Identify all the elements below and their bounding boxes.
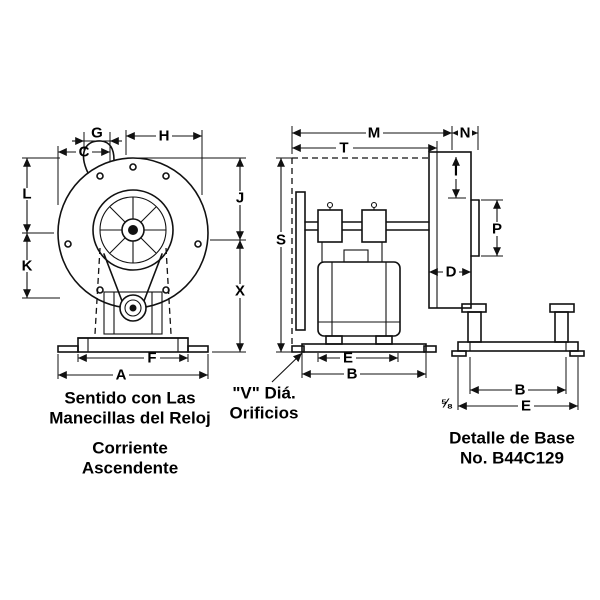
dim-label-f: F bbox=[147, 350, 156, 367]
dim-label-d: D bbox=[446, 264, 457, 281]
dim-label-g: G bbox=[91, 125, 103, 142]
dim-label-s: S bbox=[276, 232, 286, 249]
side-base bbox=[291, 343, 437, 353]
dim-label-m: M bbox=[368, 125, 381, 142]
rotation-caption-line1: Sentido con Las bbox=[64, 389, 195, 408]
rotation-caption-line2: Manecillas del Reloj bbox=[49, 409, 211, 428]
base-detail-view: B E ⅝ Detalle de Base No. B44C129 bbox=[441, 303, 585, 468]
bolt-holes bbox=[64, 163, 202, 294]
drive-wheel bbox=[92, 189, 174, 271]
flow-caption-line2: Ascendente bbox=[82, 459, 178, 478]
dim-label-a: A bbox=[116, 367, 127, 384]
dim-label-l: L bbox=[22, 186, 31, 203]
base-channel-section bbox=[451, 303, 585, 357]
base-detail-dimensions: B E ⅝ bbox=[441, 357, 579, 415]
side-view-dimensions: M N T I S P bbox=[271, 125, 503, 383]
side-view-blower: M N T I S P bbox=[271, 125, 503, 383]
shaft-and-bearings bbox=[304, 201, 430, 262]
dim-label-i: I bbox=[454, 163, 458, 180]
dim-label-t: T bbox=[339, 140, 348, 157]
front-view-dimensions: C G H L K J bbox=[22, 125, 246, 384]
dim-label-base-b: B bbox=[515, 382, 526, 399]
base-detail-caption-line2: No. B44C129 bbox=[460, 449, 564, 468]
dim-label-base-thickness: ⅝ bbox=[441, 396, 453, 411]
dim-label-b: B bbox=[347, 366, 358, 383]
pulley-edge bbox=[295, 191, 306, 331]
wheel-spokes bbox=[100, 197, 166, 263]
flow-caption-line1: Corriente bbox=[92, 439, 168, 458]
dim-label-base-e: E bbox=[521, 398, 531, 415]
dim-label-j: J bbox=[236, 190, 244, 207]
base-detail-caption-line1: Detalle de Base bbox=[449, 429, 575, 448]
holes-caption-line1: "V" Diá. bbox=[232, 384, 295, 403]
motor bbox=[317, 249, 401, 345]
front-view-blower: C G H L K J bbox=[22, 125, 246, 384]
belt-drive bbox=[94, 247, 172, 335]
holes-leader-line bbox=[271, 352, 303, 383]
caption-flow: Corriente Ascendente bbox=[82, 439, 178, 478]
dim-label-p: P bbox=[492, 221, 502, 238]
dim-label-x: X bbox=[235, 283, 245, 300]
housing-side bbox=[428, 151, 480, 309]
dim-label-n: N bbox=[460, 125, 471, 142]
caption-rotation: Sentido con Las Manecillas del Reloj bbox=[49, 389, 211, 428]
dim-label-h: H bbox=[159, 128, 170, 145]
dim-label-k: K bbox=[22, 258, 33, 275]
dim-label-c: C bbox=[79, 144, 90, 161]
front-base bbox=[57, 337, 209, 353]
caption-v-holes: "V" Diá. Orificios bbox=[230, 384, 299, 423]
dim-label-e: E bbox=[343, 350, 353, 367]
motor-bracket bbox=[103, 291, 163, 335]
holes-caption-line2: Orificios bbox=[230, 404, 299, 423]
